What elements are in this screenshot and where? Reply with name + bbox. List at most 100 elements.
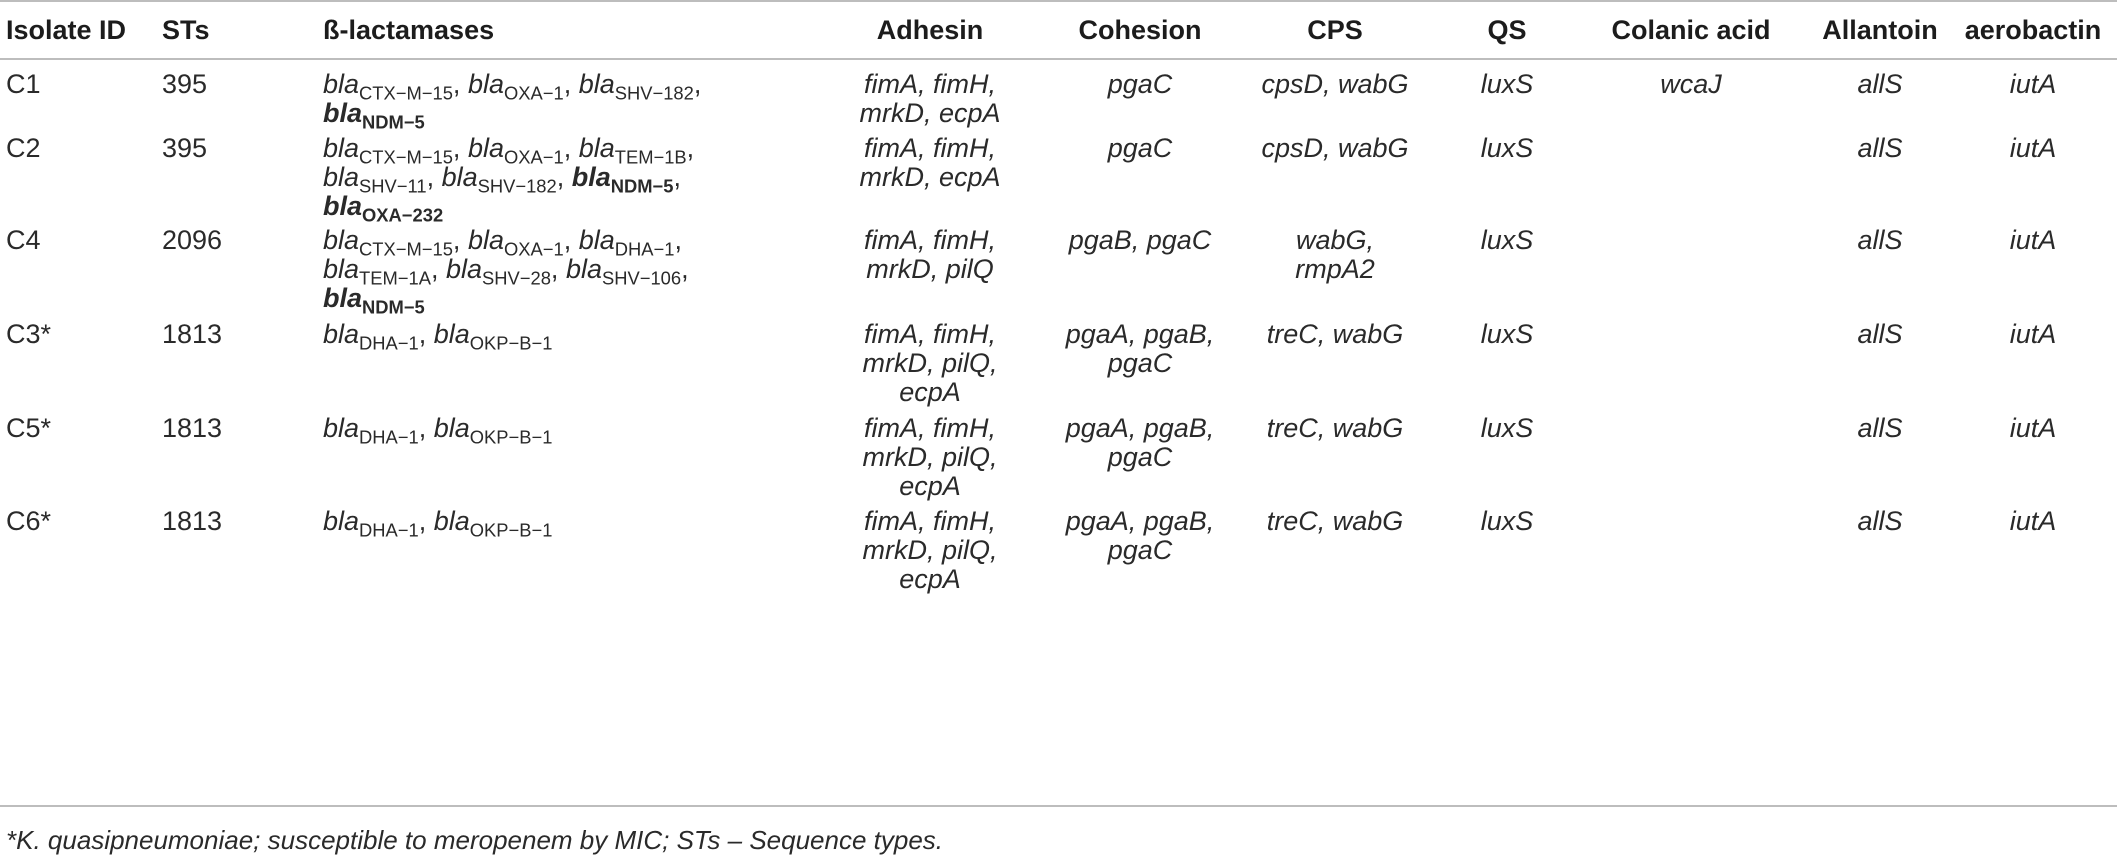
bla-line: blaNDM−5 xyxy=(323,98,701,133)
bottom-rule xyxy=(0,805,2117,807)
cell-allantoin: allS xyxy=(1857,506,1903,536)
cell-cps: treC, wabG xyxy=(1175,507,1495,536)
cell-cps: wabG,rmpA2 xyxy=(1175,226,1495,284)
table-footnote: *K. quasipneumoniae; susceptible to mero… xyxy=(6,825,944,855)
cell-allantoin: allS xyxy=(1857,133,1903,163)
cohesion-line: pgaA, pgaB, xyxy=(1065,506,1215,536)
cell-allantoin: allS xyxy=(1857,225,1903,255)
bla-line: blaTEM−1A, blaSHV−28, blaSHV−106, xyxy=(323,254,689,289)
cell-allantoin: allS xyxy=(1857,413,1903,443)
gene-name: blaDHA−1 xyxy=(323,413,419,448)
cell-isolate-id: C6* xyxy=(6,506,52,536)
adhesin-line: fimA, fimH, xyxy=(864,319,996,349)
cell-qs: luxS xyxy=(1480,133,1534,163)
cell-cps: cpsD, wabG xyxy=(1175,70,1495,99)
gene-name: blaCTX−M−15 xyxy=(323,69,453,104)
header-st: STs xyxy=(162,15,210,45)
bla-line: blaDHA−1, blaOKP−B−1 xyxy=(323,319,553,354)
cell-cohesion: pgaC xyxy=(980,70,1300,99)
cohesion-line: pgaC xyxy=(1107,133,1173,163)
adhesin-line: mrkD, ecpA xyxy=(859,162,1001,192)
gene-name: blaSHV−28 xyxy=(445,254,551,289)
cps-line: treC, wabG xyxy=(1266,413,1404,443)
cell-aerobactin: iutA xyxy=(2009,133,2057,163)
bla-line: blaNDM−5 xyxy=(323,283,689,318)
cohesion-line: pgaB, pgaC xyxy=(1068,225,1212,255)
cell-adhesin: fimA, fimH,mrkD, pilQ,ecpA xyxy=(770,320,1090,407)
gene-name: blaDHA−1 xyxy=(323,319,419,354)
header-isolate-id: Isolate ID xyxy=(6,15,127,45)
gene-name: blaOXA−1 xyxy=(467,69,564,104)
gene-name: blaSHV−11 xyxy=(323,162,427,197)
cell-cps: treC, wabG xyxy=(1175,414,1495,443)
cell-st: 1813 xyxy=(162,319,223,349)
bla-line: blaOXA−232 xyxy=(323,191,694,226)
gene-name: blaTEM−1A xyxy=(323,254,431,289)
cell-beta-lactamases: blaDHA−1, blaOKP−B−1 xyxy=(323,319,553,354)
cell-beta-lactamases: blaCTX−M−15, blaOXA−1, blaDHA−1,blaTEM−1… xyxy=(323,225,689,318)
gene-name: blaTEM−1B xyxy=(578,133,687,168)
gene-name: blaSHV−182 xyxy=(441,162,557,197)
header-adhesin: Adhesin xyxy=(876,15,984,45)
cohesion-line: pgaC xyxy=(1107,535,1173,565)
bla-line: blaCTX−M−15, blaOXA−1, blaSHV−182, xyxy=(323,69,702,104)
adhesin-line: mrkD, pilQ, xyxy=(862,348,998,378)
cell-beta-lactamases: blaCTX−M−15, blaOXA−1, blaTEM−1B,blaSHV−… xyxy=(323,133,695,226)
bla-line: blaCTX−M−15, blaOXA−1, blaDHA−1, xyxy=(323,225,682,260)
cell-aerobactin: iutA xyxy=(2009,413,2057,443)
gene-name: blaCTX−M−15 xyxy=(323,133,453,168)
cell-adhesin: fimA, fimH,mrkD, ecpA xyxy=(770,134,1090,192)
gene-name: blaOXA−1 xyxy=(467,133,564,168)
cohesion-line: pgaA, pgaB, xyxy=(1065,319,1215,349)
cell-adhesin: fimA, fimH,mrkD, pilQ xyxy=(770,226,1090,284)
cell-st: 2096 xyxy=(162,225,223,255)
adhesin-line: fimA, fimH, xyxy=(864,225,996,255)
adhesin-line: fimA, fimH, xyxy=(864,69,996,99)
header-colanic-acid: Colanic acid xyxy=(1611,15,1771,45)
cell-isolate-id: C5* xyxy=(6,413,52,443)
gene-name: blaOKP−B−1 xyxy=(433,413,553,448)
header-allantoin: Allantoin xyxy=(1822,15,1938,45)
cell-adhesin: fimA, fimH,mrkD, ecpA xyxy=(770,70,1090,128)
top-rule xyxy=(0,0,2117,2)
cell-st: 395 xyxy=(162,69,208,99)
adhesin-line: mrkD, pilQ, xyxy=(862,442,998,472)
bla-line: blaDHA−1, blaOKP−B−1 xyxy=(323,413,553,448)
gene-name: blaNDM−5 xyxy=(323,98,425,133)
cohesion-line: pgaC xyxy=(1107,69,1173,99)
cell-qs: luxS xyxy=(1480,319,1534,349)
cps-line: cpsD, wabG xyxy=(1261,69,1409,99)
gene-name: blaSHV−182 xyxy=(578,69,694,104)
adhesin-line: ecpA xyxy=(899,377,961,407)
gene-name: blaOXA−232 xyxy=(323,191,444,226)
header-qs: QS xyxy=(1487,15,1527,45)
adhesin-line: ecpA xyxy=(899,471,961,501)
cell-isolate-id: C3* xyxy=(6,319,52,349)
cell-adhesin: fimA, fimH,mrkD, pilQ,ecpA xyxy=(770,414,1090,501)
bla-line: blaSHV−11, blaSHV−182, blaNDM−5, xyxy=(323,162,682,197)
cell-qs: luxS xyxy=(1480,225,1534,255)
gene-name: blaNDM−5 xyxy=(323,283,425,318)
adhesin-line: fimA, fimH, xyxy=(864,133,996,163)
gene-name: blaDHA−1 xyxy=(578,225,675,260)
cell-qs: luxS xyxy=(1480,69,1534,99)
header-rule xyxy=(0,58,2117,60)
gene-name: blaDHA−1 xyxy=(323,506,419,541)
gene-name: blaSHV−106 xyxy=(565,254,682,289)
gene-name: blaNDM−5 xyxy=(571,162,674,197)
cps-line: treC, wabG xyxy=(1266,319,1404,349)
cell-isolate-id: C4 xyxy=(6,225,41,255)
adhesin-line: mrkD, pilQ, xyxy=(862,535,998,565)
gene-name: blaOKP−B−1 xyxy=(433,506,553,541)
cps-line: treC, wabG xyxy=(1266,506,1404,536)
cell-qs: luxS xyxy=(1480,506,1534,536)
cell-allantoin: allS xyxy=(1857,69,1903,99)
cell-qs: luxS xyxy=(1480,413,1534,443)
cell-cohesion: pgaB, pgaC xyxy=(980,226,1300,255)
bla-line: blaCTX−M−15, blaOXA−1, blaTEM−1B, xyxy=(323,133,695,168)
adhesin-line: mrkD, pilQ xyxy=(866,254,994,284)
adhesin-line: fimA, fimH, xyxy=(864,413,996,443)
cps-line: rmpA2 xyxy=(1295,254,1375,284)
cps-line: wabG, xyxy=(1295,225,1375,255)
